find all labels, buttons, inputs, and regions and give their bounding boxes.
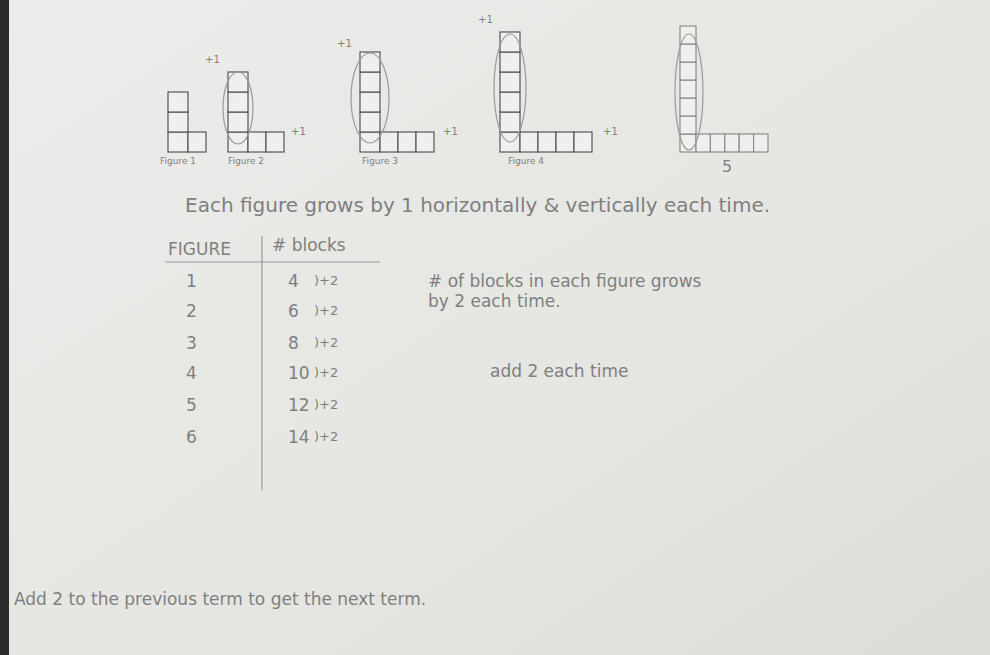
circled-growth (494, 34, 526, 142)
block-square (680, 116, 696, 134)
block-square (360, 132, 380, 152)
block-square (710, 134, 724, 152)
table-cell: 2 (186, 302, 197, 322)
pattern-note: add 2 each time (490, 362, 628, 382)
rule-statement: Add 2 to the previous term to get the ne… (14, 590, 426, 610)
block-square (680, 62, 696, 80)
block-square (188, 132, 206, 152)
difference-note: )+2 (314, 398, 338, 413)
block-square (168, 112, 188, 132)
block-square (500, 52, 520, 72)
figure-caption: Figure 1 (160, 156, 196, 166)
figure-caption: Figure 4 (508, 156, 544, 166)
figure-caption: Figure 2 (228, 156, 264, 166)
block-square (500, 92, 520, 112)
table-cell: 6 (186, 428, 197, 448)
table-rule (165, 261, 380, 262)
block-square (168, 132, 188, 152)
block-square (538, 132, 556, 152)
difference-note: )+2 (314, 274, 338, 289)
circled-growth (223, 72, 253, 144)
block-square (248, 132, 266, 152)
block-square (574, 132, 592, 152)
table-cell: 12 (288, 396, 310, 416)
block-square (556, 132, 574, 152)
table-cell: 4 (288, 272, 299, 292)
block-square (500, 32, 520, 52)
pencil-marks (165, 34, 703, 490)
block-square (680, 44, 696, 62)
growth-note: +1 (291, 126, 306, 138)
circled-growth (675, 34, 703, 150)
block-square (380, 132, 398, 152)
table-cell: 6 (288, 302, 299, 322)
table-cell: 4 (186, 364, 197, 384)
pattern-note: # of blocks in each figure grows by 2 ea… (428, 272, 708, 311)
block-square (228, 92, 248, 112)
table-cell: 5 (186, 396, 197, 416)
difference-note: )+2 (314, 430, 338, 445)
block-square (228, 72, 248, 92)
difference-note: )+2 (314, 304, 338, 319)
block-square (360, 72, 380, 92)
growth-note: +1 (443, 126, 458, 138)
block-square (680, 80, 696, 98)
block-square (416, 132, 434, 152)
block-square (500, 112, 520, 132)
table-cell: 14 (288, 428, 310, 448)
block-square (680, 98, 696, 116)
block-square (228, 132, 248, 152)
observation-note: Each figure grows by 1 horizontally & ve… (185, 194, 770, 217)
table-cell: 1 (186, 272, 197, 292)
block-square (228, 112, 248, 132)
block-square (398, 132, 416, 152)
block-square (360, 52, 380, 72)
block-square (266, 132, 284, 152)
table-cell: 8 (288, 334, 299, 354)
block-square (754, 134, 768, 152)
block-square (739, 134, 753, 152)
block-square (168, 92, 188, 112)
growth-note: +1 (603, 126, 618, 138)
block-square (500, 72, 520, 92)
table-rule (261, 236, 262, 490)
block-square (360, 92, 380, 112)
figure-caption: Figure 3 (362, 156, 398, 166)
growth-note: +1 (205, 54, 220, 66)
block-square (725, 134, 739, 152)
block-square (520, 132, 538, 152)
difference-note: )+2 (314, 366, 338, 381)
growth-note: +1 (337, 38, 352, 50)
block-square (360, 112, 380, 132)
difference-note: )+2 (314, 336, 338, 351)
desk-edge (0, 0, 9, 655)
circled-growth (351, 53, 389, 143)
figure-number: 5 (722, 158, 732, 176)
block-figures (168, 26, 768, 152)
table-header: FIGURE (168, 240, 231, 260)
growth-note: +1 (478, 14, 493, 26)
table-header: # blocks (272, 236, 346, 256)
table-cell: 3 (186, 334, 197, 354)
table-cell: 10 (288, 364, 310, 384)
